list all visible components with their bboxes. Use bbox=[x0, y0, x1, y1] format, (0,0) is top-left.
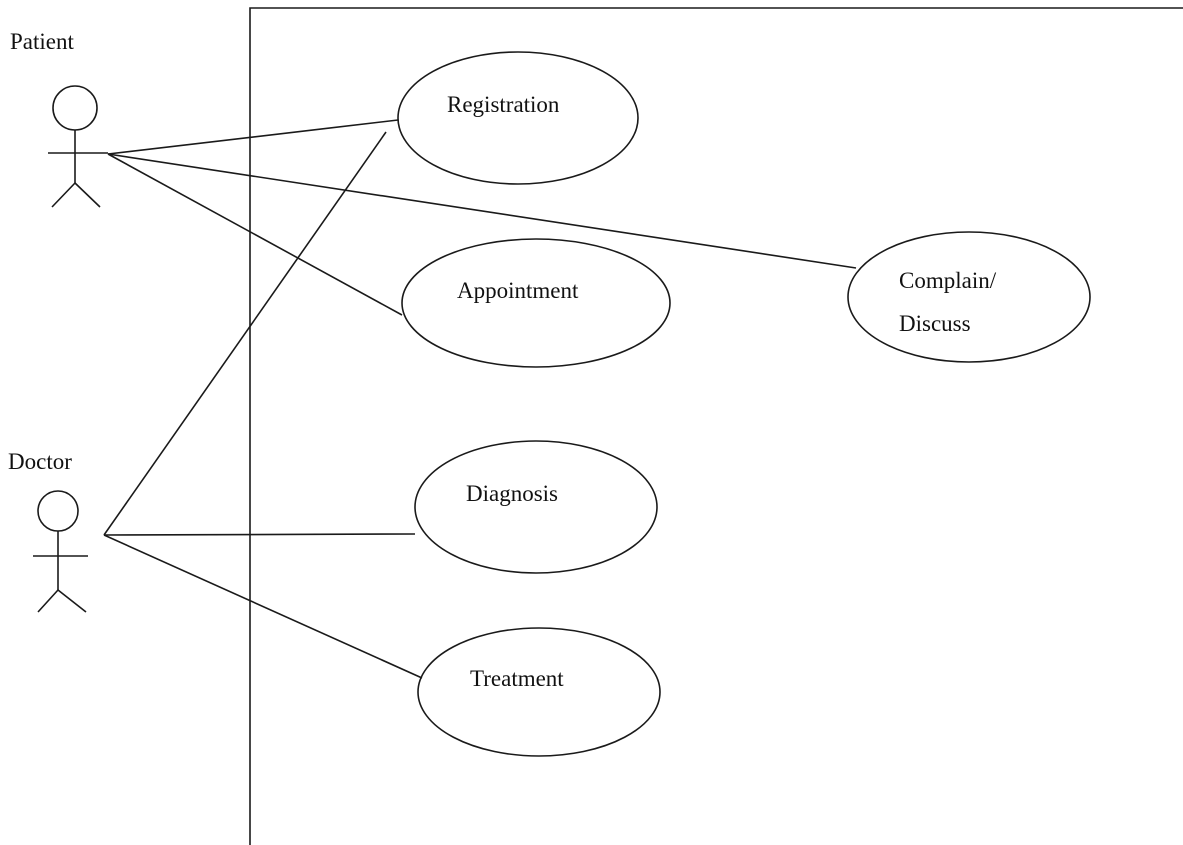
association-patient-complain bbox=[107, 153, 857, 269]
use-case-ellipse bbox=[401, 238, 671, 368]
actor-doctor[interactable]: Doctor bbox=[8, 449, 88, 613]
stick-figure-icon bbox=[48, 85, 108, 208]
association-patient-appointment bbox=[107, 153, 403, 316]
association-patient-registration bbox=[107, 119, 399, 155]
use-case-appointment[interactable]: Appointment bbox=[401, 238, 671, 368]
use-case-label-line-1: Complain/ bbox=[899, 268, 997, 293]
use-case-label: Treatment bbox=[470, 666, 564, 691]
use-case-registration[interactable]: Registration bbox=[397, 51, 639, 185]
association-doctor-registration bbox=[103, 131, 387, 536]
use-case-label: Appointment bbox=[457, 278, 579, 303]
use-case-ellipse bbox=[397, 51, 639, 185]
use-case-label: Registration bbox=[447, 92, 560, 117]
use-case-diagnosis[interactable]: Diagnosis bbox=[414, 440, 658, 574]
use-case-ellipse bbox=[847, 231, 1091, 363]
use-case-ellipse bbox=[417, 627, 661, 757]
associations bbox=[103, 119, 857, 679]
actor-patient-label: Patient bbox=[10, 29, 74, 54]
stick-figure-icon bbox=[33, 490, 88, 613]
system-boundary bbox=[249, 7, 1183, 845]
use-case-label: Diagnosis bbox=[466, 481, 558, 506]
actor-patient[interactable]: Patient bbox=[10, 29, 108, 208]
use-case-ellipse bbox=[414, 440, 658, 574]
use-case-complain-discuss[interactable]: Complain/ Discuss bbox=[847, 231, 1091, 363]
association-doctor-treatment bbox=[103, 534, 423, 679]
use-case-treatment[interactable]: Treatment bbox=[417, 627, 661, 757]
use-case-label-line-2: Discuss bbox=[899, 311, 971, 336]
association-doctor-diagnosis bbox=[103, 533, 416, 536]
actor-doctor-label: Doctor bbox=[8, 449, 72, 474]
